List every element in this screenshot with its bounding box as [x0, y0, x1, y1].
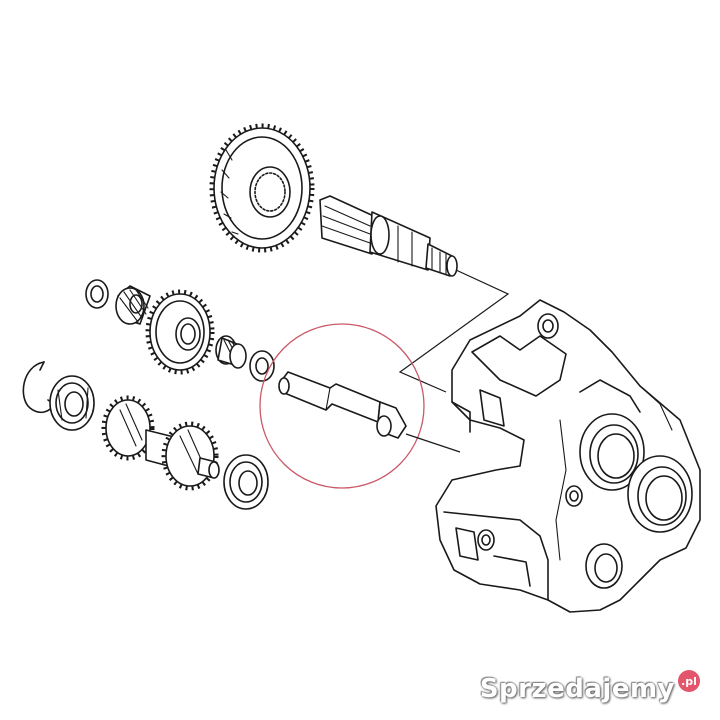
large-driven-gear: [209, 123, 315, 253]
highlighted-shaft: [259, 323, 425, 489]
counter-gear-middle: [145, 289, 215, 375]
splined-main-shaft: [319, 195, 458, 277]
thrust-washer-left: [85, 279, 109, 309]
highlight-circle: [259, 323, 425, 489]
needle-bearing-right: [215, 335, 247, 369]
gearbox-housing: [435, 299, 701, 613]
needle-bearing-left: [115, 285, 151, 325]
leader-line-shaft: [398, 269, 510, 393]
leader-line-pin: [405, 433, 461, 453]
watermark-badge: .pl: [678, 670, 700, 692]
ball-bearing-left: [49, 375, 95, 431]
thrust-washer-right: [249, 350, 275, 382]
watermark: Sprzedajemy .pl: [479, 670, 700, 704]
double-gear-countershaft: [101, 395, 220, 491]
watermark-text: Sprzedajemy: [479, 674, 675, 704]
ball-bearing-right: [223, 454, 269, 510]
